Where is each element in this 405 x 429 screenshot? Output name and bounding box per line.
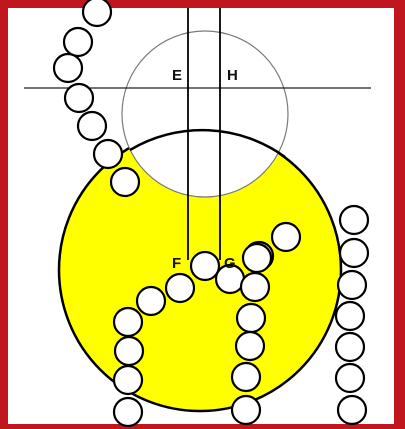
label-f: F	[172, 255, 181, 272]
bead	[114, 366, 142, 394]
label-h: H	[227, 67, 238, 84]
frame-left	[0, 0, 8, 429]
bead	[336, 364, 364, 392]
bead	[272, 223, 300, 251]
frame-top	[0, 0, 405, 8]
bead	[65, 84, 93, 112]
bead	[115, 337, 143, 365]
bead	[83, 0, 111, 26]
label-g: G	[224, 255, 236, 272]
bead	[232, 396, 260, 424]
bead	[191, 252, 219, 280]
bead	[243, 244, 271, 272]
bead	[338, 271, 366, 299]
bead	[94, 140, 122, 168]
bead	[336, 302, 364, 330]
bead	[340, 206, 368, 234]
bead	[78, 112, 106, 140]
bead	[338, 396, 366, 424]
bead	[166, 274, 194, 302]
bead	[340, 239, 368, 267]
bead	[111, 168, 139, 196]
bead	[232, 363, 260, 391]
bead	[336, 333, 364, 361]
label-e: E	[172, 67, 182, 84]
frame-bottom	[0, 424, 405, 429]
bead	[114, 308, 142, 336]
bead	[241, 273, 269, 301]
frame-right	[394, 0, 405, 429]
bead	[237, 304, 265, 332]
bead-chain-far-right	[336, 206, 368, 424]
bead	[64, 28, 92, 56]
bead	[114, 398, 142, 426]
bead	[236, 332, 264, 360]
bead	[137, 287, 165, 315]
bead	[54, 54, 82, 82]
upper-circle	[122, 31, 288, 197]
